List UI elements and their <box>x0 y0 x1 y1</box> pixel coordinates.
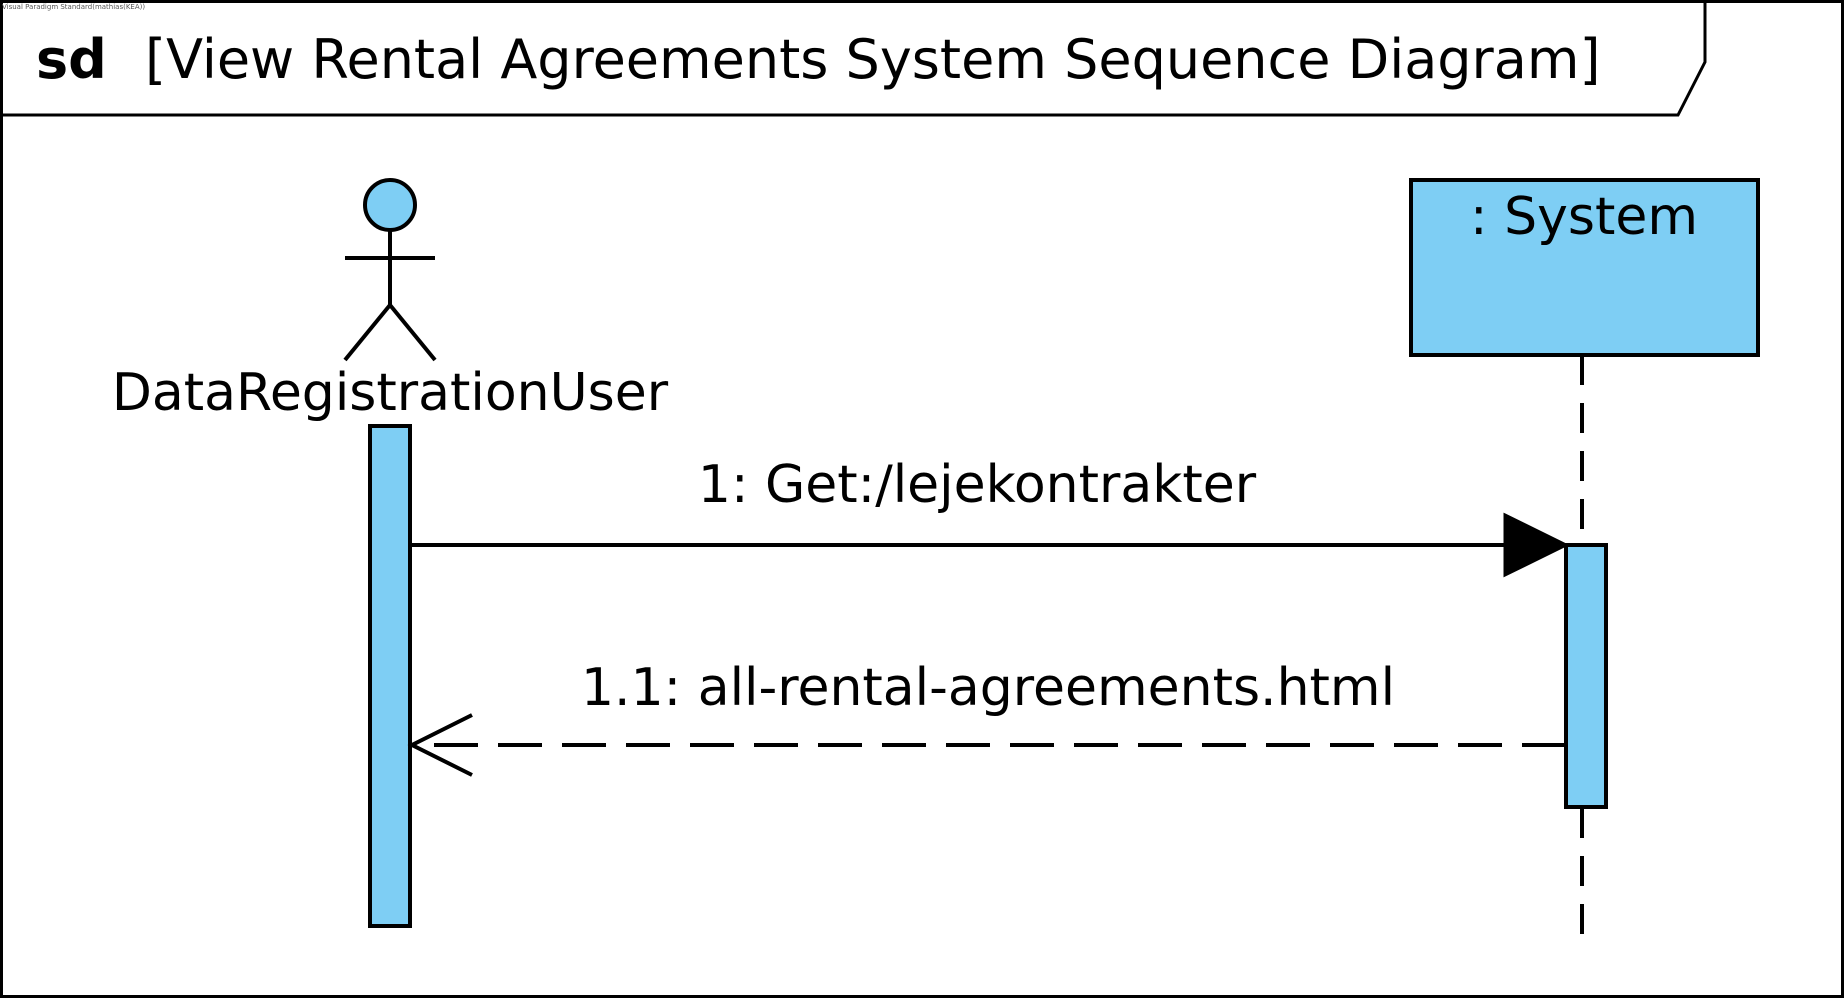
frame-title: [View Rental Agreements System Sequence … <box>145 28 1601 91</box>
message-1-1-arrowhead <box>407 713 473 777</box>
message-1-arrowhead <box>1503 512 1570 578</box>
frame-keyword: sd <box>36 28 107 91</box>
watermark: Visual Paradigm Standard(mathias(KEA)) <box>2 3 145 11</box>
message-1-label: 1: Get:/lejekontrakter <box>698 455 1257 515</box>
system-activation-bar <box>1564 543 1608 809</box>
system-name: : System <box>1470 187 1698 247</box>
actor-name: DataRegistrationUser <box>112 363 669 423</box>
message-1-1-label: 1.1: all-rental-agreements.html <box>581 658 1395 718</box>
frame-name-tab <box>0 0 1707 117</box>
system-lifeline-head <box>1409 178 1760 357</box>
actor-activation-bar <box>368 424 412 928</box>
actor-stick-figure-icon <box>343 178 437 362</box>
